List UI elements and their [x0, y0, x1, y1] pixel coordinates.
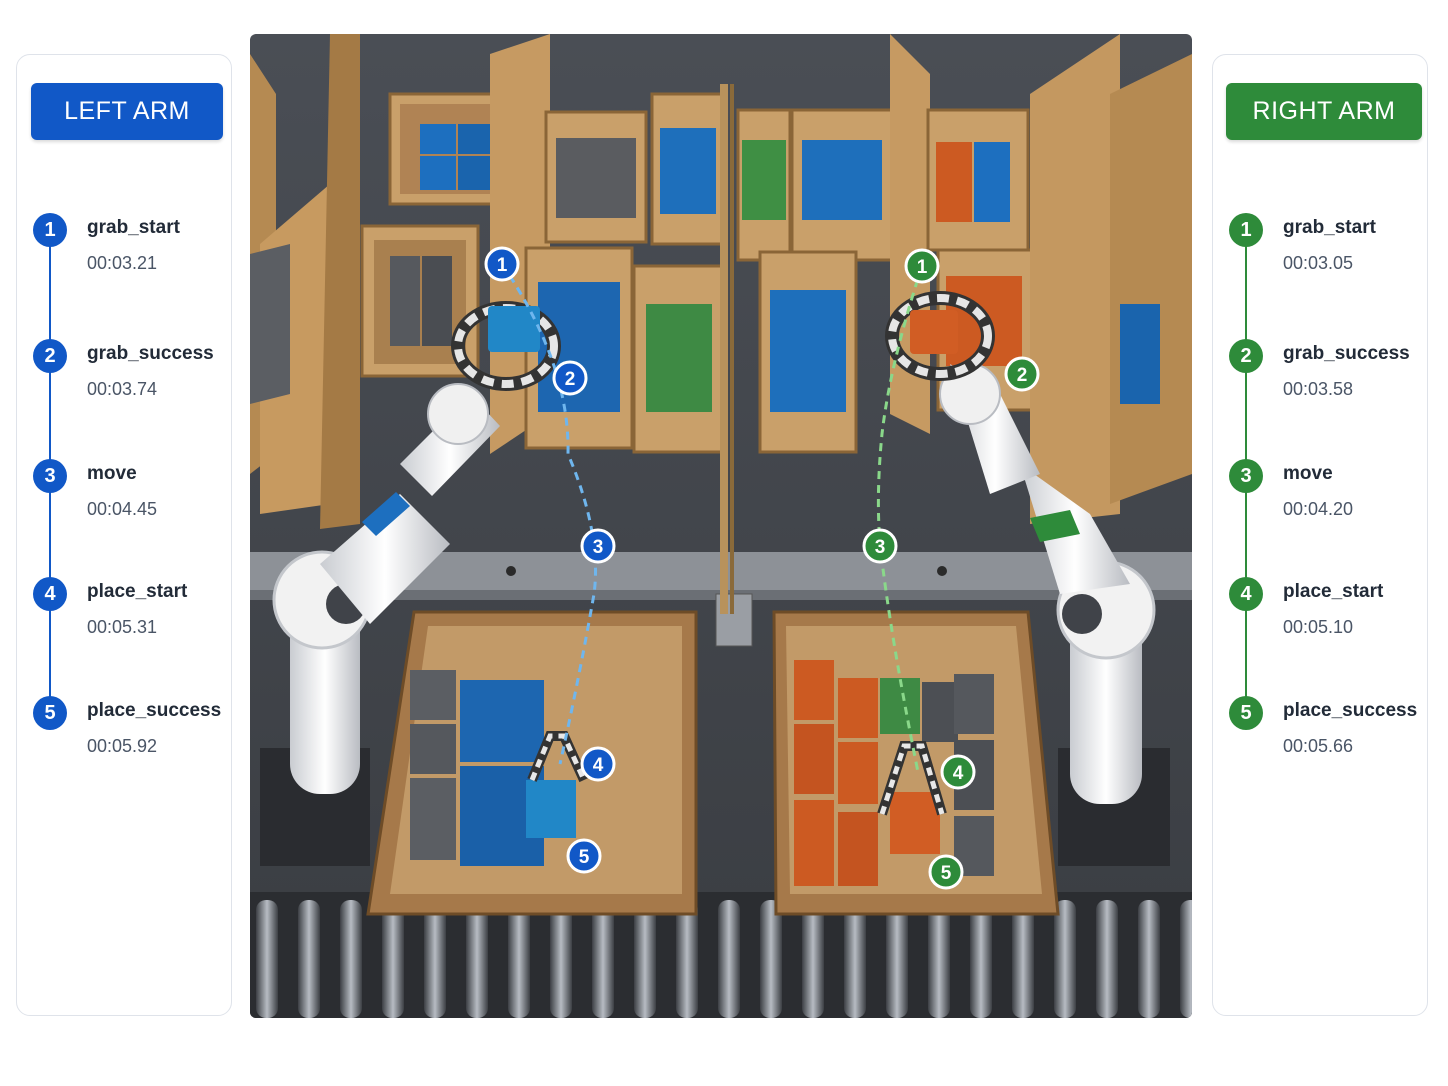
left-target-box [366, 610, 698, 916]
marker-label: 3 [875, 537, 886, 558]
event-time: 00:04.45 [87, 499, 158, 519]
marker-label: 1 [917, 257, 928, 278]
right-robot-arm [885, 291, 1156, 804]
marker-label: 2 [565, 369, 576, 390]
event-name: move [1283, 463, 1333, 484]
event-name: move [87, 463, 137, 484]
left-robot-arm [272, 301, 561, 794]
left-event-place-start[interactable]: 4 place_start 00:05.31 [33, 577, 223, 647]
event-time: 00:05.92 [87, 736, 158, 756]
step-badge: 4 [1229, 577, 1263, 611]
left-event-grab-start[interactable]: 1 grab_start 00:03.21 [33, 213, 223, 283]
step-badge: 5 [33, 696, 67, 730]
event-time: 00:03.21 [87, 253, 158, 273]
left-marker-2[interactable]: 2 [552, 360, 588, 396]
event-name: grab_start [87, 217, 180, 238]
right-event-grab-start[interactable]: 1 grab_start 00:03.05 [1229, 213, 1419, 283]
step-badge: 1 [33, 213, 67, 247]
left-event-place-success[interactable]: 5 place_success 00:05.92 [33, 696, 223, 766]
left-event-grab-success[interactable]: 2 grab_success 00:03.74 [33, 339, 223, 409]
left-marker-3[interactable]: 3 [580, 528, 616, 564]
step-badge: 3 [33, 459, 67, 493]
event-time: 00:05.31 [87, 617, 158, 637]
event-name: grab_start [1283, 217, 1376, 238]
right-event-place-start[interactable]: 4 place_start 00:05.10 [1229, 577, 1419, 647]
event-name: place_start [1283, 581, 1384, 602]
event-time: 00:05.66 [1283, 736, 1354, 756]
event-time: 00:03.74 [87, 379, 158, 399]
right-marker-4[interactable]: 4 [940, 754, 976, 790]
step-badge: 1 [1229, 213, 1263, 247]
warehouse-scene: 1 2 3 4 5 1 2 3 [250, 34, 1192, 1018]
event-time: 00:03.05 [1283, 253, 1354, 273]
shelving-left [250, 34, 550, 529]
marker-label: 2 [1017, 365, 1028, 386]
event-name: place_success [1283, 700, 1418, 721]
event-name: place_start [87, 581, 188, 602]
right-arm-panel: RIGHT ARM 1 grab_start 00:03.05 2 grab_s… [1212, 54, 1428, 1016]
marker-label: 5 [579, 847, 590, 868]
marker-label: 1 [497, 255, 508, 276]
event-name: grab_success [87, 343, 214, 364]
left-marker-1[interactable]: 1 [484, 246, 520, 282]
right-marker-3[interactable]: 3 [862, 528, 898, 564]
right-marker-2[interactable]: 2 [1004, 356, 1040, 392]
step-badge: 5 [1229, 696, 1263, 730]
event-name: place_success [87, 700, 222, 721]
event-time: 00:05.10 [1283, 617, 1354, 637]
left-place-gripper [527, 731, 589, 783]
right-event-place-success[interactable]: 5 place_success 00:05.66 [1229, 696, 1419, 766]
right-arm-header: RIGHT ARM [1226, 83, 1422, 140]
right-marker-1[interactable]: 1 [904, 248, 940, 284]
right-marker-5[interactable]: 5 [928, 854, 964, 890]
event-time: 00:03.58 [1283, 379, 1354, 399]
left-arm-header: LEFT ARM [31, 83, 223, 140]
shelving-middle [524, 84, 894, 614]
left-marker-4[interactable]: 4 [580, 746, 616, 782]
event-name: grab_success [1283, 343, 1410, 364]
right-event-move[interactable]: 3 move 00:04.20 [1229, 459, 1419, 529]
left-event-move[interactable]: 3 move 00:04.45 [33, 459, 223, 529]
shelving-right [890, 34, 1192, 524]
left-marker-5[interactable]: 5 [566, 838, 602, 874]
marker-label: 5 [941, 863, 952, 884]
marker-label: 3 [593, 537, 604, 558]
marker-label: 4 [593, 755, 604, 776]
step-badge: 2 [1229, 339, 1263, 373]
step-badge: 3 [1229, 459, 1263, 493]
right-place-gripper [877, 741, 947, 816]
right-trajectory [876, 265, 924, 773]
step-badge: 4 [33, 577, 67, 611]
event-time: 00:04.20 [1283, 499, 1354, 519]
right-event-grab-success[interactable]: 2 grab_success 00:03.58 [1229, 339, 1419, 409]
left-trajectory [500, 263, 597, 765]
step-badge: 2 [33, 339, 67, 373]
marker-label: 4 [953, 763, 964, 784]
warehouse-illustration: 1 2 3 4 5 1 2 3 [250, 34, 1192, 1018]
left-arm-panel: LEFT ARM 1 grab_start 00:03.21 2 grab_su… [16, 54, 232, 1016]
